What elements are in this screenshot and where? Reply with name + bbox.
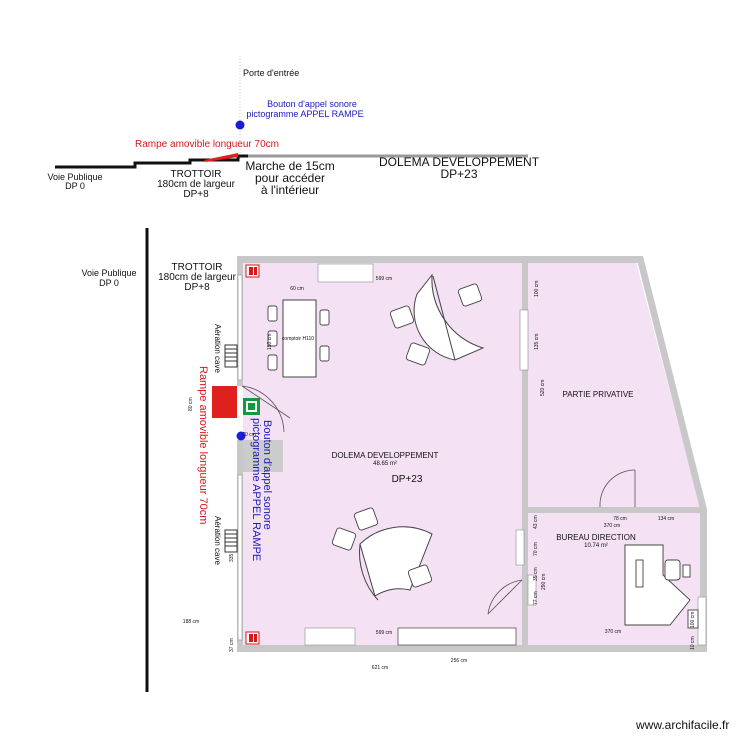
room-main-area: 48.65 m² xyxy=(373,461,397,467)
dim-35: 35 cm xyxy=(533,567,539,581)
trottoir-label-top-1: TROTTOIR xyxy=(170,169,222,180)
voie-label-top-2: DP 0 xyxy=(65,181,85,191)
dolema-label-top-2: DP+23 xyxy=(440,167,478,181)
aeration-label-top: Aération cave xyxy=(213,324,222,373)
office-desk xyxy=(624,544,699,629)
counter-chairs xyxy=(267,305,330,371)
dolema-label-top-1: DOLEMA DEVELOPPEMENT xyxy=(378,155,540,169)
windows-left xyxy=(237,274,243,641)
dim-188: 188 cm xyxy=(182,619,200,625)
site-link[interactable]: www.archifacile.fr xyxy=(636,718,730,732)
exit-sign-icon xyxy=(243,398,260,415)
room-office-area: 10.74 m² xyxy=(584,543,608,549)
trottoir-label-plan-2: 180cm de largeur xyxy=(158,272,236,283)
dim-135: 135 cm xyxy=(534,333,540,350)
room-private-name: PARTIE PRIVATIVE xyxy=(562,390,634,399)
ramp-label-plan: Rampe amovible longueur 70cm xyxy=(197,366,209,525)
dim-70-side: 70 cm xyxy=(533,542,539,556)
dim-134: 134 cm xyxy=(657,516,675,522)
dim-256: 256 cm xyxy=(450,658,468,664)
call-button-icon-plan[interactable] xyxy=(236,431,246,441)
ramp-plan xyxy=(212,386,237,418)
dim-370-bottom: 370 cm xyxy=(604,629,622,635)
dim-599-bottom: 599 cm xyxy=(375,630,393,636)
trottoir-label-top-3: DP+8 xyxy=(183,189,209,200)
entrance-door[interactable] xyxy=(241,385,291,433)
dim-621: 621 cm xyxy=(371,665,389,671)
room-main-level: DP+23 xyxy=(391,474,423,485)
dim-100: 100 cm xyxy=(534,280,540,297)
extinguisher-icon-bottom xyxy=(245,631,260,645)
dim-10: 10 cm xyxy=(690,636,696,650)
dim-599-top: 599 cm xyxy=(375,276,393,282)
voie-label-plan-2: DP 0 xyxy=(99,278,119,288)
trottoir-label-plan-3: DP+8 xyxy=(184,282,210,293)
desk-top xyxy=(413,273,485,361)
dim-520: 520 cm xyxy=(540,379,546,396)
dim-150: 150 cm xyxy=(267,333,273,350)
dim-77: 77 cm xyxy=(533,591,539,605)
dim-80: 80 cm xyxy=(188,397,194,411)
cabinet-bottom xyxy=(397,627,517,646)
call-button-label-plan-1: Bouton d'appel sonore xyxy=(261,420,273,530)
comptoir-table xyxy=(282,299,317,378)
call-button-label-top-2: pictogramme APPEL RAMPE xyxy=(246,109,364,119)
ramp-label-top: Rampe amovible longueur 70cm xyxy=(135,139,279,150)
voie-label-top-1: Voie Publique xyxy=(47,172,103,182)
dim-70-door: 70 cm xyxy=(242,432,256,438)
marche-label-1: Marche de 15cm xyxy=(245,159,335,173)
marche-label-3: à l'intérieur xyxy=(260,183,320,197)
dim-43: 43 cm xyxy=(533,515,539,529)
room-office-name: BUREAU DIRECTION xyxy=(556,533,636,542)
door-private[interactable] xyxy=(599,469,636,508)
dim-60: 60 cm xyxy=(290,286,304,292)
call-button-icon-top[interactable] xyxy=(235,120,245,130)
ramp-top xyxy=(204,153,238,162)
floor-private xyxy=(528,262,700,507)
dim-290: 290 cm xyxy=(541,573,547,590)
vent-top xyxy=(224,344,238,368)
desk-bottom-chairs xyxy=(331,507,433,588)
extinguisher-icon-top xyxy=(245,264,260,278)
dim-78: 78 cm xyxy=(613,516,627,522)
trottoir-label-plan-1: TROTTOIR xyxy=(171,262,223,273)
comptoir-label: comptoir H110 xyxy=(281,336,315,342)
office-small-window xyxy=(527,574,537,606)
dim-335: 335 xyxy=(229,553,235,562)
vent-bottom xyxy=(224,529,238,553)
marche-label-2: pour accéder xyxy=(254,171,326,185)
voie-label-plan-1: Voie Publique xyxy=(81,268,137,278)
dim-37: 37 cm xyxy=(229,638,235,652)
call-button-label-plan-2: pictogramme APPEL RAMPE xyxy=(250,418,262,562)
aeration-label-bottom: Aération cave xyxy=(213,516,222,565)
door-office[interactable] xyxy=(487,579,523,615)
desk-top-chairs xyxy=(389,283,483,366)
windows-top xyxy=(304,263,707,646)
trottoir-label-top-2: 180cm de largeur xyxy=(157,179,235,190)
room-main-name: DOLEMA DEVELOPPEMENT xyxy=(331,451,439,460)
dim-370-top: 370 cm xyxy=(603,523,621,529)
dim-100-right: 100 cm xyxy=(690,611,696,628)
call-button-label-top-1: Bouton d'appel sonore xyxy=(267,99,357,109)
porte-entree-label: Porte d'entrée xyxy=(243,68,300,78)
